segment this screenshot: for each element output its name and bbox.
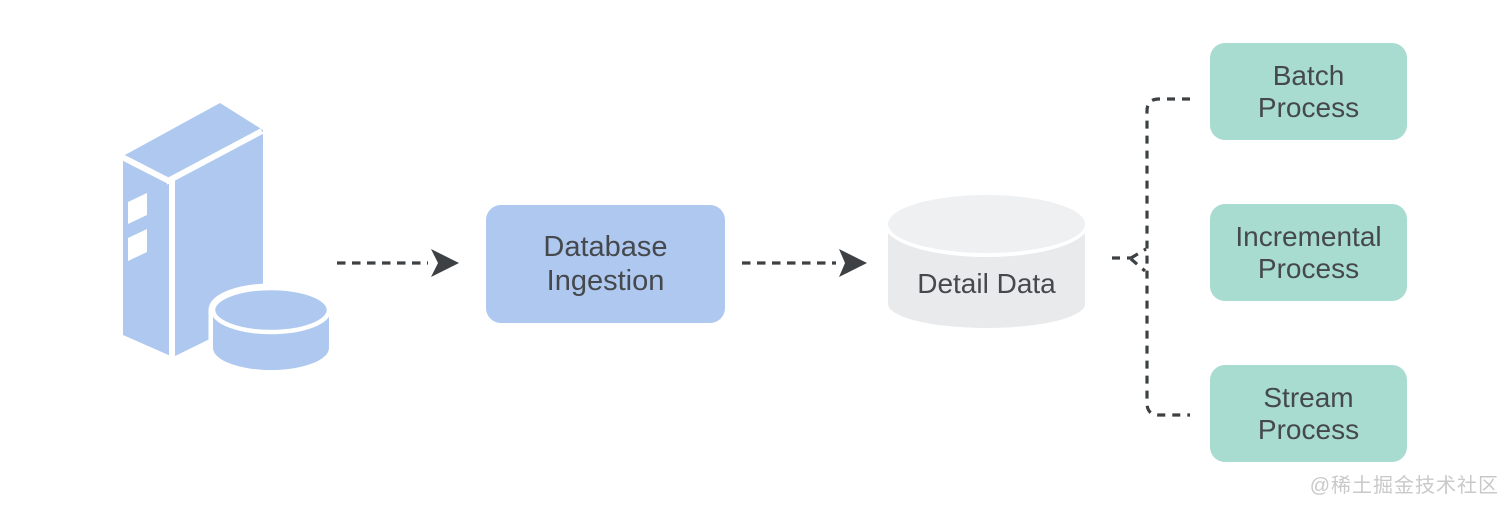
- node-detail-data: Detail Data: [888, 195, 1085, 328]
- node-stream-process: Stream Process: [1210, 365, 1407, 462]
- cylinder-top: [888, 195, 1085, 253]
- watermark-text: @稀土掘金技术社区: [1309, 475, 1499, 497]
- node-label-line: Stream: [1263, 381, 1354, 413]
- node-incremental-process: Incremental Process: [1210, 204, 1407, 301]
- node-label-line: Ingestion: [546, 265, 665, 297]
- bracket-detail-data-to-processes: [1112, 97, 1190, 417]
- node-label-line: Process: [1257, 252, 1360, 284]
- node-label-line: Batch: [1272, 59, 1345, 91]
- node-batch-process: Batch Process: [1210, 43, 1407, 140]
- node-label-line: Incremental: [1235, 220, 1382, 252]
- node-label-line: Process: [1257, 91, 1360, 123]
- node-database-ingestion: Database Ingestion: [486, 205, 725, 323]
- database-server-icon: [120, 103, 334, 375]
- node-label-line: Process: [1257, 413, 1360, 445]
- node-label-line: Database: [543, 231, 668, 263]
- arrow-ingestion-to-detail-data: [742, 249, 867, 277]
- arrow-source-to-ingestion: [337, 249, 459, 277]
- node-label: Detail Data: [917, 268, 1056, 299]
